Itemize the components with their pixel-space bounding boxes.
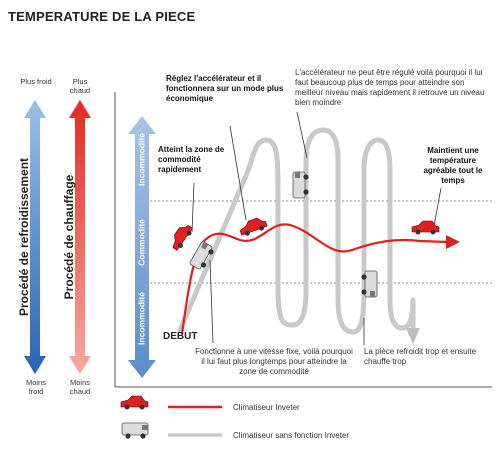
legend-non-inverter-label: Climatiseur sans fonction Inveter <box>233 431 350 440</box>
grey-van-icon <box>361 270 378 298</box>
cooling-top-label: Plus froid <box>20 77 52 86</box>
inverter-arrowhead <box>446 235 460 249</box>
legend-red-car-icon <box>120 395 149 410</box>
fixed-speed-annotation: Fonctionne à une vitesse fixe, voilà pou… <box>195 347 353 376</box>
grey-van-icon <box>189 241 214 270</box>
heating-bottom-label: Moins chaud <box>69 378 91 396</box>
legend-inverter-label: Climatiseur Inveter <box>233 403 300 412</box>
cooling-process-label: Procédé de refroidissement <box>17 157 31 317</box>
heating-arrow <box>69 100 91 374</box>
non-inverter-arrowhead <box>406 328 420 344</box>
pointer-fixed-speed <box>209 259 214 344</box>
grey-van-icon <box>292 171 309 199</box>
start-label: DEBUT <box>163 331 198 342</box>
red-car-icon <box>411 220 440 235</box>
comfort-zone-arrow <box>128 116 156 378</box>
red-car-icon <box>239 217 268 236</box>
diagram-title: TEMPERATURE DE LA PIECE <box>8 9 196 24</box>
overshoot-annotation: La pièce refroidit trop et ensuite chauf… <box>364 347 477 366</box>
legend-grey-van-icon <box>121 422 149 439</box>
fixed-accel-annotation: L'accélérateur ne peut être régulé voilà… <box>295 68 485 107</box>
heating-top-label: Plus chaud <box>69 77 91 95</box>
pointer-reach-zone <box>191 182 195 233</box>
maintain-annotation: Maintient une température agréable tout … <box>423 146 483 185</box>
pointer-fixed-accel <box>296 111 308 159</box>
heating-process-label: Procédé de chauffage <box>62 174 76 300</box>
inverter-curve <box>180 223 449 335</box>
pointer-maintain <box>433 187 442 227</box>
red-car-icon <box>172 225 193 251</box>
non-inverter-curve <box>177 127 416 336</box>
pointer-adjust <box>229 125 247 221</box>
reach-zone-annotation: Atteint la zone de commodité rapidement <box>158 145 225 174</box>
cooling-arrow <box>24 100 46 374</box>
cooling-bottom-label: Moins froid <box>25 378 46 396</box>
zone-lower-label: Incommodité <box>136 292 147 345</box>
zone-middle-label: Commodité <box>136 219 147 266</box>
zone-upper-label: Incommodité <box>136 133 147 186</box>
adjust-annotation: Réglez l'accélérateur et il fonctionnera… <box>166 74 284 103</box>
